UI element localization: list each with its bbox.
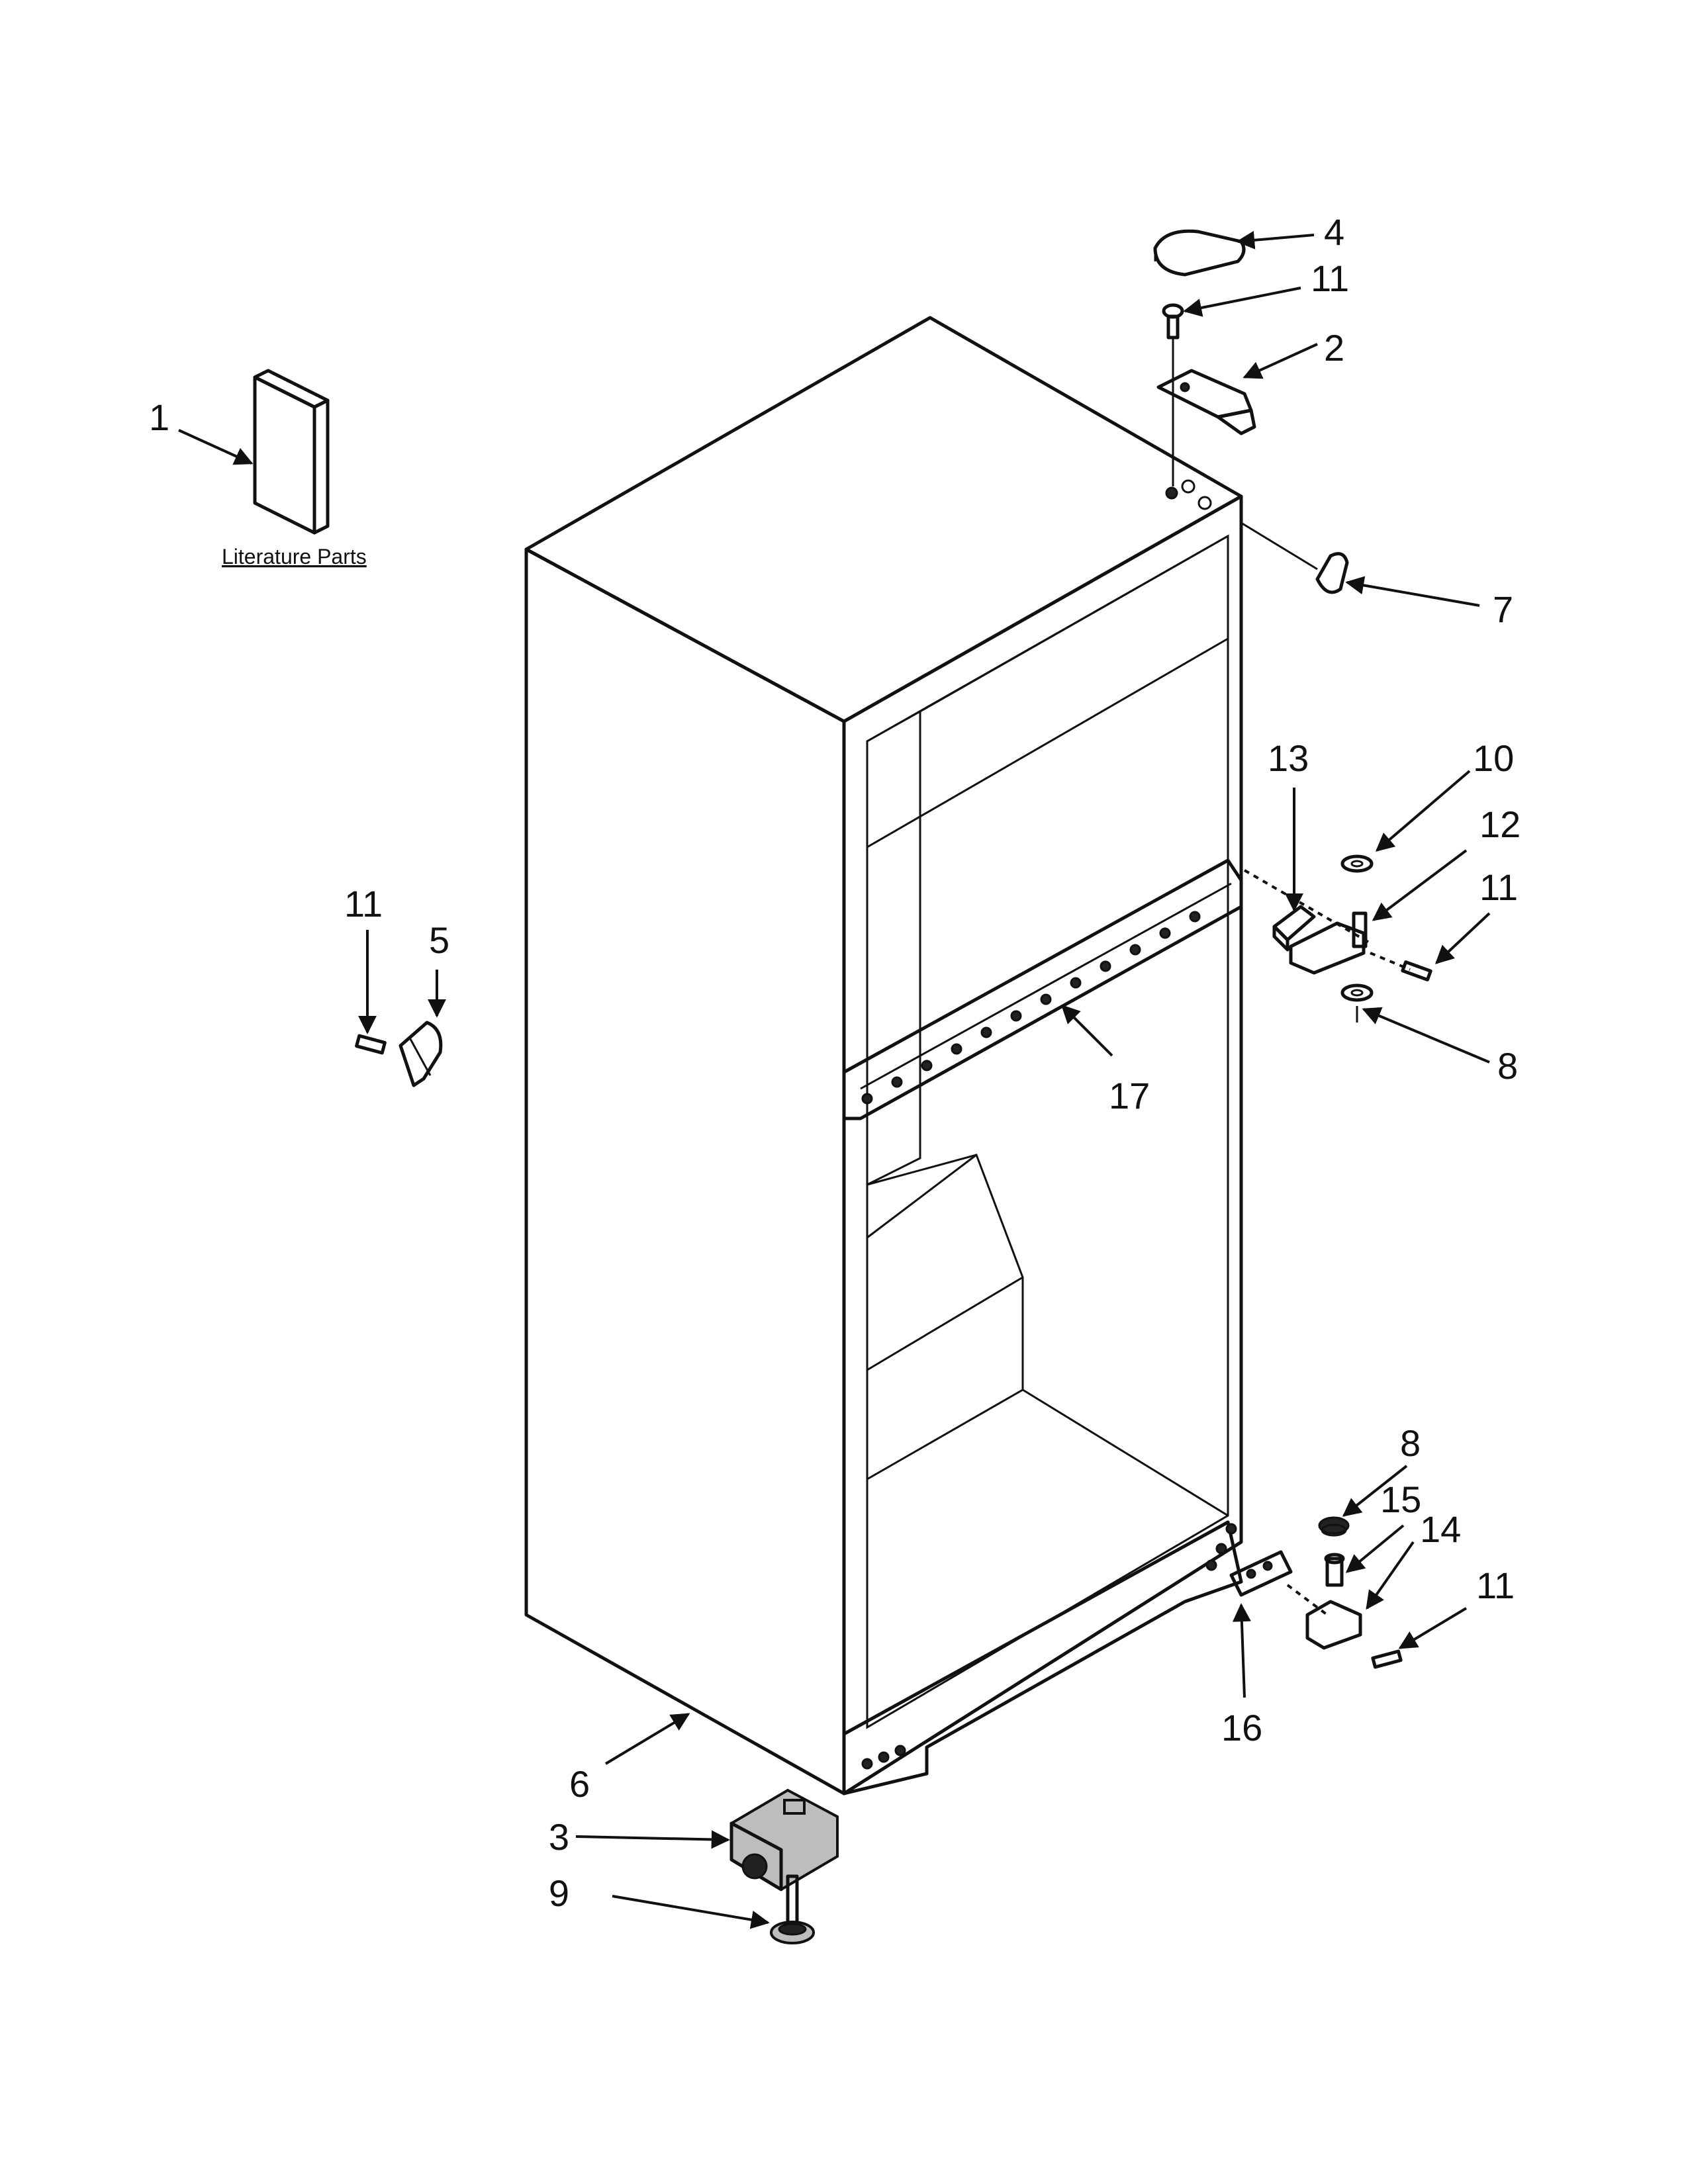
leader-1 bbox=[178, 429, 254, 465]
leader-16 bbox=[1232, 1603, 1251, 1698]
leader-6 bbox=[604, 1713, 690, 1765]
callout-11-left: 11 bbox=[344, 883, 383, 925]
leader-lines bbox=[178, 230, 1491, 1929]
literature-booklet bbox=[253, 369, 330, 535]
callout-5: 5 bbox=[429, 919, 449, 961]
leader-15 bbox=[1345, 1524, 1405, 1573]
leader-3 bbox=[575, 1830, 730, 1849]
callout-1: 1 bbox=[149, 396, 169, 438]
callout-6: 6 bbox=[569, 1763, 590, 1805]
callout-13: 13 bbox=[1268, 737, 1309, 779]
leader-11-top bbox=[1183, 287, 1301, 317]
callout-11-lower: 11 bbox=[1476, 1565, 1515, 1606]
callout-2: 2 bbox=[1324, 327, 1344, 369]
callout-14: 14 bbox=[1420, 1508, 1461, 1550]
callout-8-lower: 8 bbox=[1400, 1422, 1421, 1464]
leader-17 bbox=[1061, 1005, 1113, 1057]
lower-hinge-assembly bbox=[1229, 1516, 1403, 1669]
callout-11-center: 11 bbox=[1479, 866, 1518, 908]
leader-4 bbox=[1236, 230, 1315, 250]
callout-7: 7 bbox=[1493, 588, 1513, 630]
leader-7 bbox=[1345, 576, 1480, 607]
callout-17: 17 bbox=[1109, 1075, 1150, 1116]
callout-9: 9 bbox=[549, 1872, 569, 1914]
hinge-cover bbox=[1153, 229, 1246, 277]
leader-8-lower bbox=[1342, 1465, 1408, 1517]
callout-4: 4 bbox=[1324, 211, 1344, 253]
leader-8-center bbox=[1362, 1007, 1490, 1064]
leader-12 bbox=[1372, 849, 1468, 921]
center-rail bbox=[842, 858, 1243, 1120]
leader-11-lower bbox=[1398, 1607, 1468, 1649]
center-hinge-assembly bbox=[1243, 854, 1432, 1023]
leader-9 bbox=[612, 1895, 770, 1929]
cabinet bbox=[524, 316, 1243, 1796]
leader-14 bbox=[1366, 1541, 1415, 1610]
callout-16: 16 bbox=[1221, 1707, 1262, 1749]
callout-3: 3 bbox=[549, 1816, 569, 1858]
callout-labels: 1 2 3 4 5 6 7 8 8 9 10 11 11 11 11 12 13… bbox=[149, 211, 1521, 1914]
literature-parts-label: Literature Parts bbox=[222, 545, 367, 569]
callout-12: 12 bbox=[1479, 803, 1521, 845]
door-stop bbox=[1241, 522, 1349, 594]
front-roller bbox=[729, 1788, 839, 1891]
callout-10: 10 bbox=[1473, 737, 1514, 779]
leader-2 bbox=[1243, 343, 1318, 379]
callout-8-center: 8 bbox=[1497, 1045, 1518, 1087]
leader-11-center bbox=[1434, 912, 1491, 964]
top-hinge-screw bbox=[1162, 303, 1184, 486]
leader-10 bbox=[1375, 770, 1471, 852]
callout-15: 15 bbox=[1380, 1479, 1421, 1520]
door-stop-bracket bbox=[355, 1021, 443, 1087]
top-hinge bbox=[1156, 369, 1256, 435]
leveling-leg bbox=[770, 1874, 815, 1944]
callout-11-top: 11 bbox=[1311, 257, 1349, 299]
